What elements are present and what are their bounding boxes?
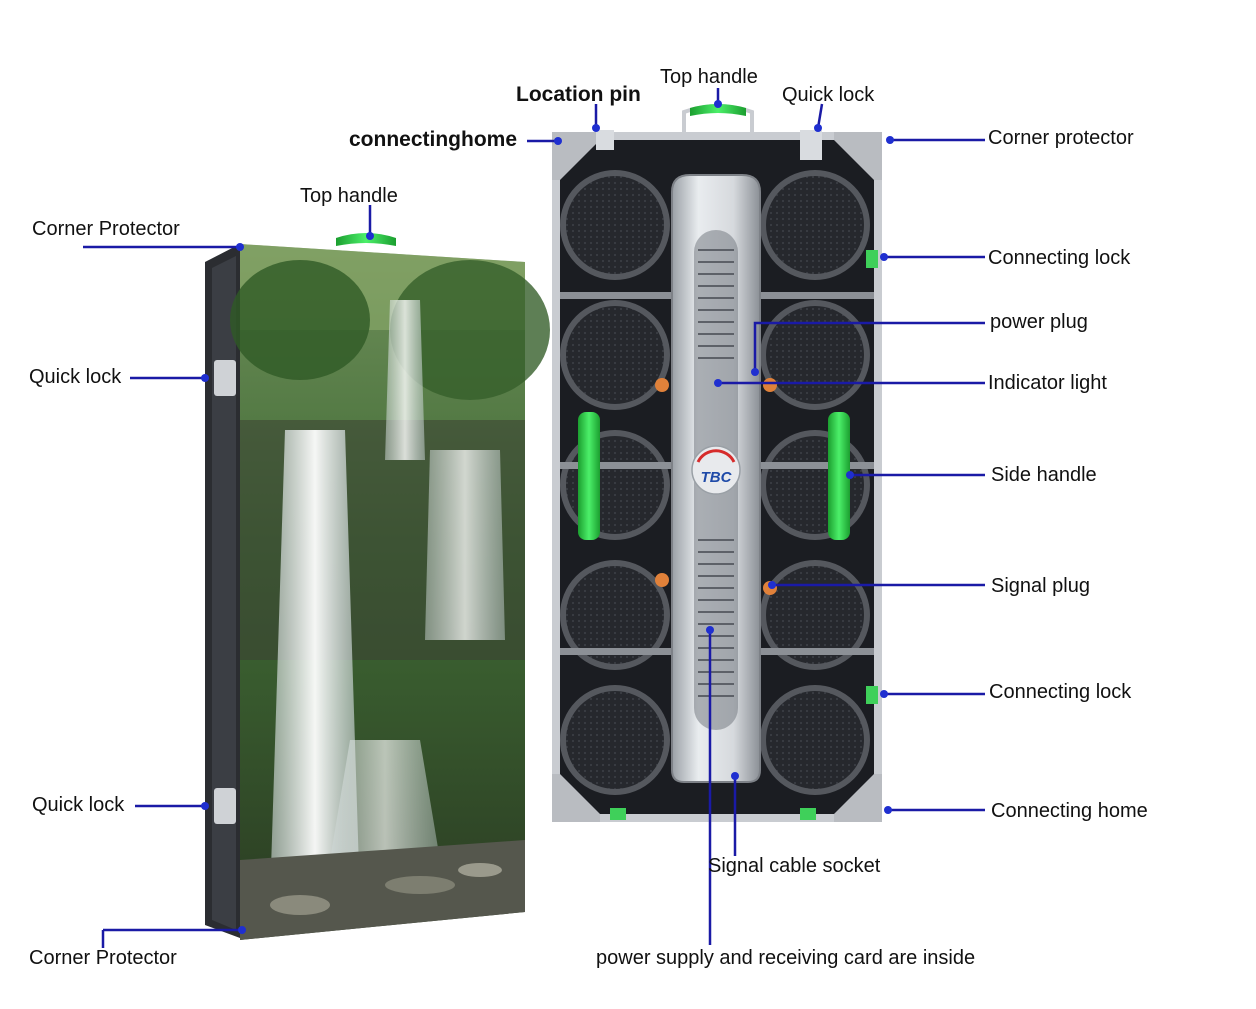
corner-protector-top-right: [834, 132, 882, 180]
label-side-handle: Side handle: [991, 464, 1097, 486]
side-handle-left: [578, 412, 600, 540]
leader-dots: [201, 100, 894, 934]
power-plug-left: [655, 378, 669, 392]
corner-protector-bottom-left: [552, 774, 600, 822]
label-corner-protector-rear: Corner protector: [988, 127, 1134, 149]
label-corner-protector-top: Corner Protector: [32, 218, 180, 240]
label-top-handle-rear: Top handle: [660, 66, 758, 88]
rear-top-handle: [690, 104, 746, 116]
front-top-handle: [336, 233, 396, 246]
leader-lines: [83, 88, 985, 948]
front-panel: [205, 233, 550, 940]
connecting-lock-upper: [866, 250, 878, 268]
power-plug-right: [763, 378, 777, 392]
label-power-plug: power plug: [990, 311, 1088, 333]
label-quick-lock-upper: Quick lock: [29, 366, 122, 388]
corner-protector-bottom-right: [834, 774, 882, 822]
label-top-handle-front: Top handle: [300, 185, 398, 207]
waterfall-photo: [230, 244, 550, 940]
label-quick-lock-rear: Quick lock: [782, 84, 875, 106]
label-connecting-lock-lower: Connecting lock: [989, 681, 1132, 703]
label-location-pin: Location pin: [516, 83, 641, 106]
label-corner-protector-bottom: Corner Protector: [29, 947, 177, 969]
side-handle-right: [828, 412, 850, 540]
label-signal-plug: Signal plug: [991, 575, 1090, 597]
label-connecting-lock-upper: Connecting lock: [988, 247, 1131, 269]
signal-plug-left: [655, 573, 669, 587]
label-indicator-light: Indicator light: [988, 372, 1107, 394]
location-pin: [596, 130, 614, 150]
tbc-logo-text: TBC: [701, 469, 733, 486]
label-signal-cable-socket: Signal cable socket: [708, 855, 881, 877]
quick-lock-latch-lower: [214, 788, 236, 824]
label-connecting-home-bottom: Connecting home: [991, 800, 1148, 822]
quick-lock-latch-upper: [214, 360, 236, 396]
rear-cabinet: TBC: [552, 104, 882, 822]
label-connecting-home-top: connectinghome: [349, 128, 518, 151]
rear-quick-lock: [800, 130, 822, 160]
label-power-supply-note: power supply and receiving card are insi…: [596, 947, 976, 969]
tbc-logo-icon: TBC: [691, 445, 741, 495]
corner-protector-top-left: [552, 132, 600, 180]
connecting-lock-lower: [866, 686, 878, 704]
label-quick-lock-lower: Quick lock: [32, 794, 125, 816]
